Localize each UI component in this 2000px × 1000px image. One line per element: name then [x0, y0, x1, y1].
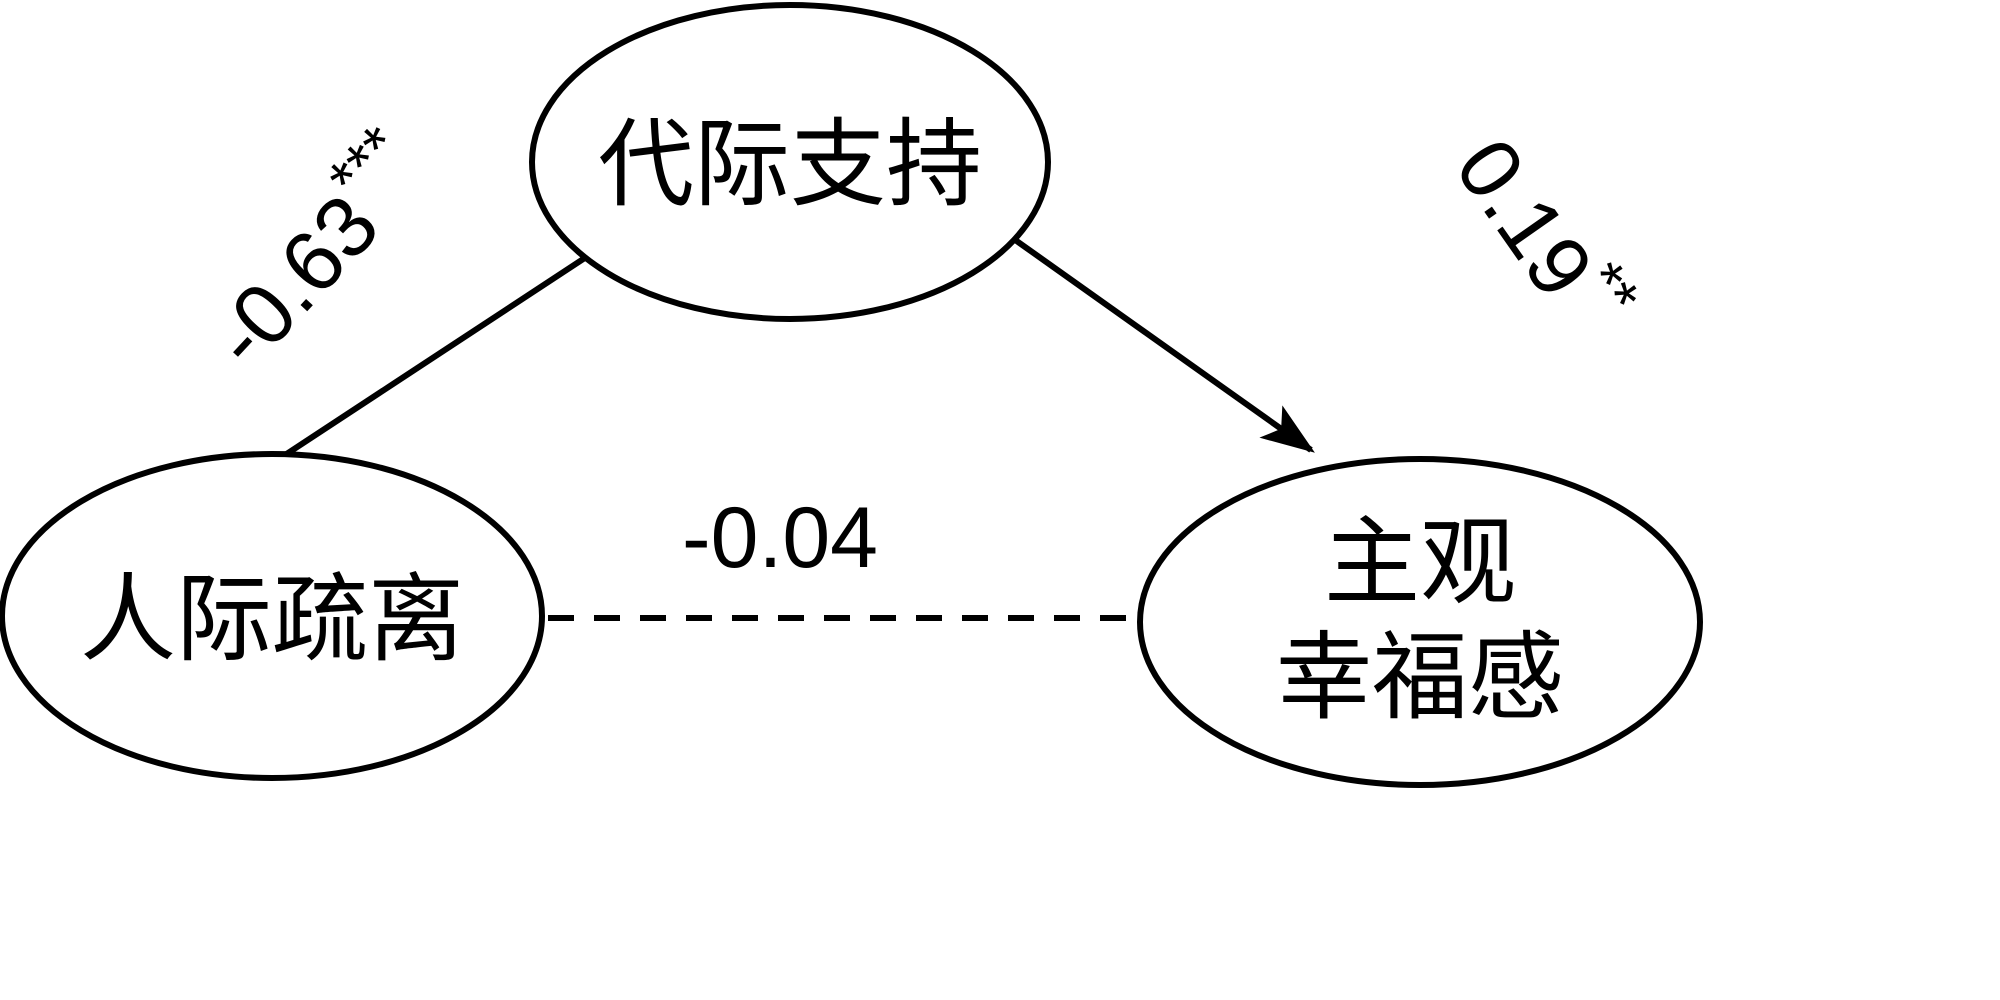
node-shape-interpersonal-alienation	[0, 451, 545, 781]
edge-label-support-to-wellbeing: 0.19**	[1437, 113, 1653, 354]
node-subjective-wellbeing[interactable]: 主观 幸福感	[1137, 456, 1703, 788]
node-shape-intergenerational-support	[529, 2, 1051, 322]
edge-line-alienation-to-support	[283, 220, 643, 458]
edge-label-alienation-to-support: -0.63***	[181, 113, 446, 386]
edge-label-alienation-to-wellbeing: -0.04	[682, 490, 878, 586]
node-label-subjective-wellbeing-line2: 幸福感	[1276, 625, 1564, 732]
edge-support-to-wellbeing: 0.19**	[1002, 113, 1653, 453]
node-intergenerational-support[interactable]: 代际支持	[529, 2, 1051, 322]
node-interpersonal-alienation[interactable]: 人际疏离	[0, 451, 545, 781]
node-label-intergenerational-support: 代际支持	[598, 112, 982, 219]
node-label-subjective-wellbeing-line1: 主观	[1324, 510, 1516, 617]
node-shape-subjective-wellbeing	[1137, 456, 1703, 788]
edge-line-support-to-wellbeing	[1002, 229, 1315, 453]
node-label-interpersonal-alienation: 人际疏离	[80, 567, 464, 674]
